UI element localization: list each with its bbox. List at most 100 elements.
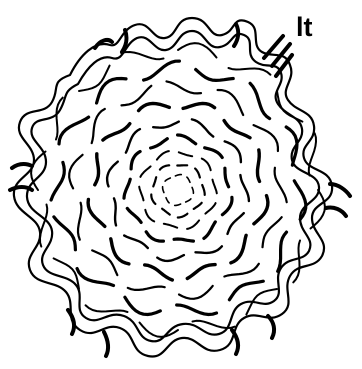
lamella-segment [157,151,169,160]
lamella-segment [122,86,152,106]
lamella-segment [140,166,150,177]
lamella-segment [145,210,154,222]
lamella-segment [114,198,116,225]
lamella-segment [107,162,118,187]
lamella-segment [111,239,129,264]
lamella-segment [204,222,215,239]
lamella-segment [254,196,268,224]
lamella-segment [166,198,169,203]
lamella-segment [151,195,155,204]
lamella-segment [157,255,184,261]
concentric-lamellae [31,43,325,337]
lamella-segment [153,177,156,186]
boundary-mark [10,187,32,190]
lamella-segment [178,214,188,218]
lamella-segment [127,208,141,222]
lamella-segment [145,265,173,280]
boundary-mark [232,330,238,354]
lamella-segment [254,125,278,151]
lamella-segment [192,119,213,136]
lamella-segment [124,179,130,198]
lamella-segment [160,165,169,169]
lamella-segment [228,213,244,234]
lamella-segment [59,117,89,144]
lamella-segment [164,224,177,228]
lamella-segment [175,175,181,176]
lamella-segment [86,305,128,312]
lamella-segment [128,287,165,290]
lamella-segment [126,129,140,153]
lamella-segment [103,124,130,140]
lamella-segment [293,241,300,283]
lamella-segment [275,168,287,203]
lamella-segment [146,232,163,241]
lamella-segment [202,185,205,195]
lamella-segment [192,187,193,193]
lamella-segment [79,66,110,91]
lamella-segment [186,199,191,202]
lamella-segment [258,150,260,182]
outer-boundary-line-outer [14,18,332,357]
lamella-segment [163,187,164,193]
lamella-segment [165,178,170,181]
lamella-segment [222,197,232,214]
lamella-segment [196,246,222,253]
lamella-segment [229,281,263,300]
lamella-segment [179,286,213,299]
outer-cell-boundary [14,18,332,357]
lamella-segment [225,141,241,162]
lamella-segment [187,177,190,182]
lamella-segment [178,135,196,144]
lamella-segment [205,148,223,158]
lamella-segment [231,235,246,262]
lamella-segment [95,154,99,185]
lamella-segment [40,205,47,247]
lamella-segment [153,122,179,128]
label-lt: lt [296,12,313,42]
lamella-segment [69,155,82,189]
lamella-segment [177,305,217,315]
lamella-segment [88,199,105,226]
lamella-segment [213,180,217,194]
boundary-mark [268,316,274,338]
lamella-segment [54,217,76,250]
lamella-segment [124,236,148,249]
lamella-segment [263,217,282,247]
lamella-segment [205,203,215,214]
lamella-segment [229,68,271,75]
lamella-segment [121,52,163,59]
lamella-segment [195,169,200,178]
lamella-segment [78,203,81,240]
lamella-segment [202,159,211,171]
lamella-segment [250,83,270,118]
lamella-segment [218,90,244,115]
lamella-segment [187,220,199,229]
lamella-segment [183,103,215,108]
boundary-mark [12,164,32,168]
lamella-segment [77,269,113,286]
lamella-segment [51,162,64,200]
boundary-mark [104,332,108,356]
lamella-segment [139,187,143,201]
lamella-segment [224,264,258,277]
lamella-segment [225,168,229,187]
lamella-segment [175,204,181,205]
lamella-segment [187,265,215,279]
lamella-segment [125,297,160,314]
lamella-segment [174,239,193,241]
lamella-segment [162,209,170,215]
lamella-segment [151,139,168,148]
lamella-segment [196,70,234,81]
lamella-segment [144,61,180,80]
lamella-segment [277,91,302,122]
leader-lines [264,36,292,76]
lamella-segment [179,152,192,156]
lamella-segment [131,152,140,169]
lamella-segment [167,81,202,93]
lamella-segment [240,175,249,201]
boundary-mark [326,207,346,216]
lamella-segment [224,121,250,138]
lamella-segment [139,103,170,110]
boundary-mark [68,310,74,334]
